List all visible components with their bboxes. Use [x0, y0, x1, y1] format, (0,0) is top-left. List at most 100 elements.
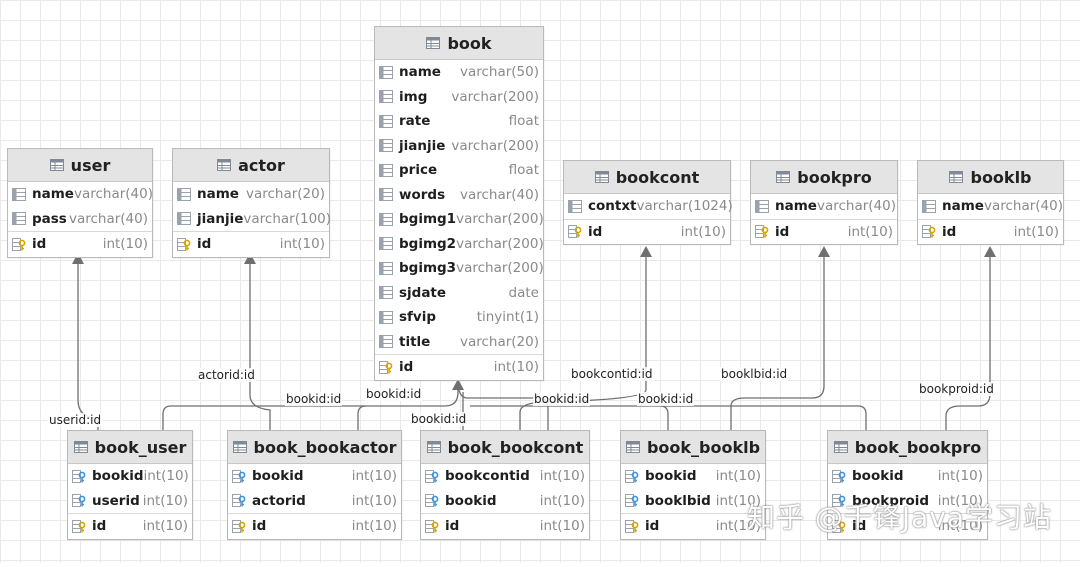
table-header[interactable]: actor: [173, 149, 329, 182]
table-header[interactable]: booklb: [918, 161, 1063, 194]
edge-actorid: [249, 256, 271, 430]
column-name: name: [32, 186, 74, 203]
column-name: id: [645, 518, 660, 535]
edge-bookid-user: [162, 405, 445, 430]
edge-bookid-lb: [470, 405, 669, 430]
column-icon: [379, 286, 399, 300]
column-icon: [379, 335, 399, 349]
primary-key-icon: [832, 519, 852, 533]
edge-label-userid: userid:id: [48, 413, 103, 427]
column-name: name: [399, 64, 441, 81]
primary-key-icon: [177, 237, 197, 251]
column-icon: [379, 163, 399, 177]
column-name: bgimg3: [399, 260, 457, 277]
column-name: jianjie: [399, 137, 446, 154]
column-type: varchar(200): [451, 88, 539, 105]
table-header[interactable]: book_booklb: [621, 431, 765, 464]
table-header[interactable]: book: [375, 27, 543, 60]
table-header[interactable]: book_bookpro: [828, 431, 987, 464]
edge-label-bookid: bookid:id: [637, 392, 695, 406]
column-icon: [177, 187, 197, 201]
column-icon: [379, 188, 399, 202]
primary-key-icon: [625, 519, 645, 533]
column-icon: [379, 310, 399, 324]
table-name: book_bookpro: [854, 437, 982, 457]
table-icon: [426, 438, 441, 457]
column-name: words: [399, 186, 446, 203]
column-type: varchar(40): [816, 198, 896, 215]
column-name: actorid: [252, 492, 306, 509]
column-type: int(10): [539, 468, 585, 485]
table-header[interactable]: book_user: [68, 431, 192, 464]
column-type: varchar(200): [456, 211, 544, 228]
column-type: varchar(40): [73, 186, 153, 203]
column-type: int(10): [102, 236, 148, 253]
primary-key-icon: [568, 225, 588, 239]
table-header[interactable]: book_bookcont: [421, 431, 589, 464]
table-header[interactable]: user: [8, 149, 152, 182]
arrow-booklb: [984, 246, 996, 257]
table-header[interactable]: book_bookactor: [228, 431, 401, 464]
primary-key-icon: [72, 519, 92, 533]
foreign-key-icon: [72, 469, 92, 483]
column-name: name: [197, 186, 239, 203]
table-header[interactable]: bookcont: [564, 161, 730, 194]
edge-bookid-pro: [660, 405, 867, 430]
table-icon: [232, 438, 247, 457]
table-header[interactable]: bookpro: [751, 161, 897, 194]
column-type: int(10): [937, 492, 983, 509]
column-name: bookid: [445, 492, 497, 509]
